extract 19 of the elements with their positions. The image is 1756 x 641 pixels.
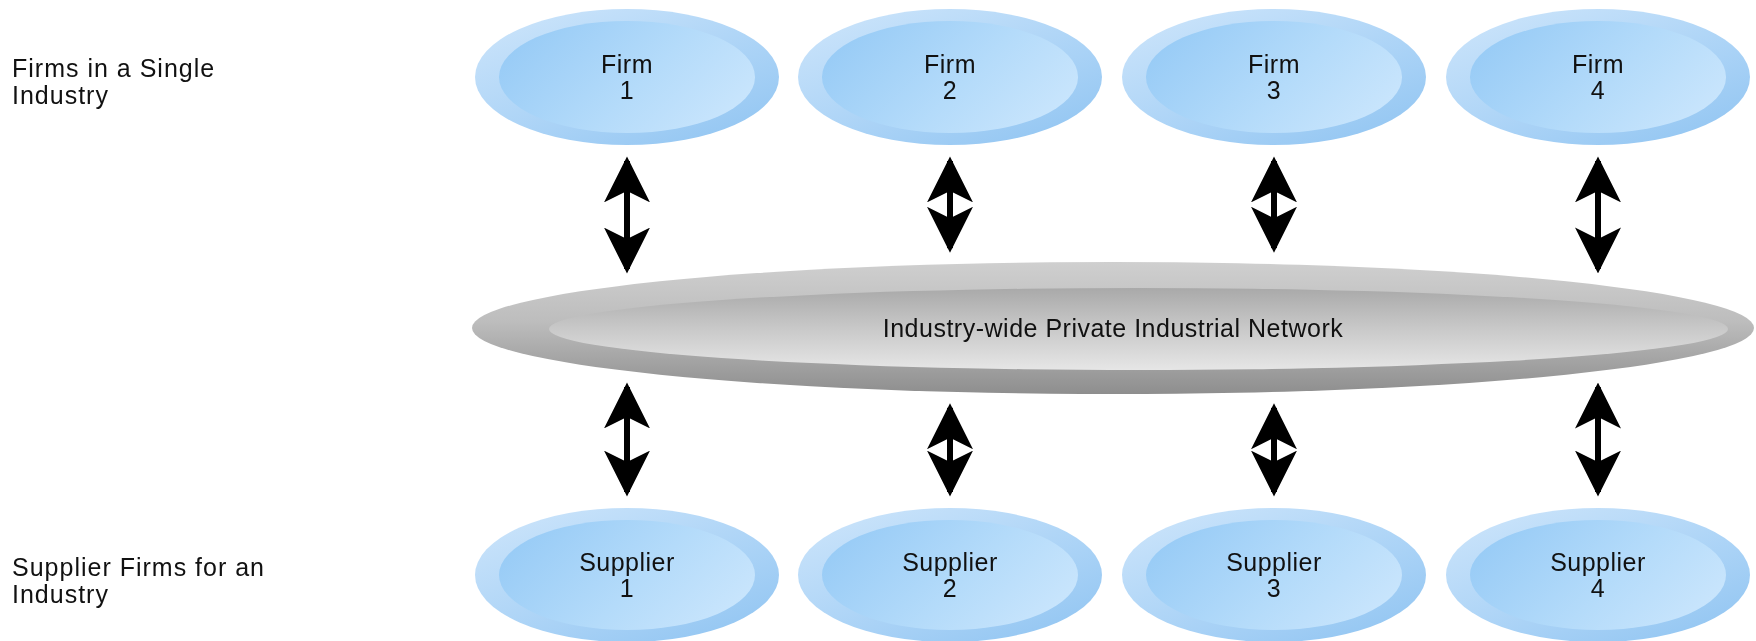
row-label: Firms in a Single Industry: [12, 55, 217, 109]
double-arrow: [604, 156, 650, 274]
node-label: Supplier 1: [579, 548, 675, 602]
node-label: Firm 2: [924, 50, 976, 104]
node-label: Firm 3: [1248, 50, 1300, 104]
double-arrow: [927, 403, 973, 497]
double-arrow: [1251, 403, 1297, 497]
row-label: Supplier Firms for an Industry: [12, 554, 267, 608]
node-label: Supplier 4: [1550, 548, 1646, 602]
node-label: Supplier 3: [1226, 548, 1322, 602]
double-arrow: [1575, 156, 1621, 274]
node-label: Industry-wide Private Industrial Network: [882, 314, 1344, 342]
double-arrow: [1575, 382, 1621, 497]
double-arrow: [927, 156, 973, 253]
node-label: Firm 1: [601, 50, 653, 104]
node-label: Supplier 2: [902, 548, 998, 602]
node-label: Firm 4: [1572, 50, 1624, 104]
double-arrow: [1251, 156, 1297, 253]
double-arrow: [604, 382, 650, 497]
